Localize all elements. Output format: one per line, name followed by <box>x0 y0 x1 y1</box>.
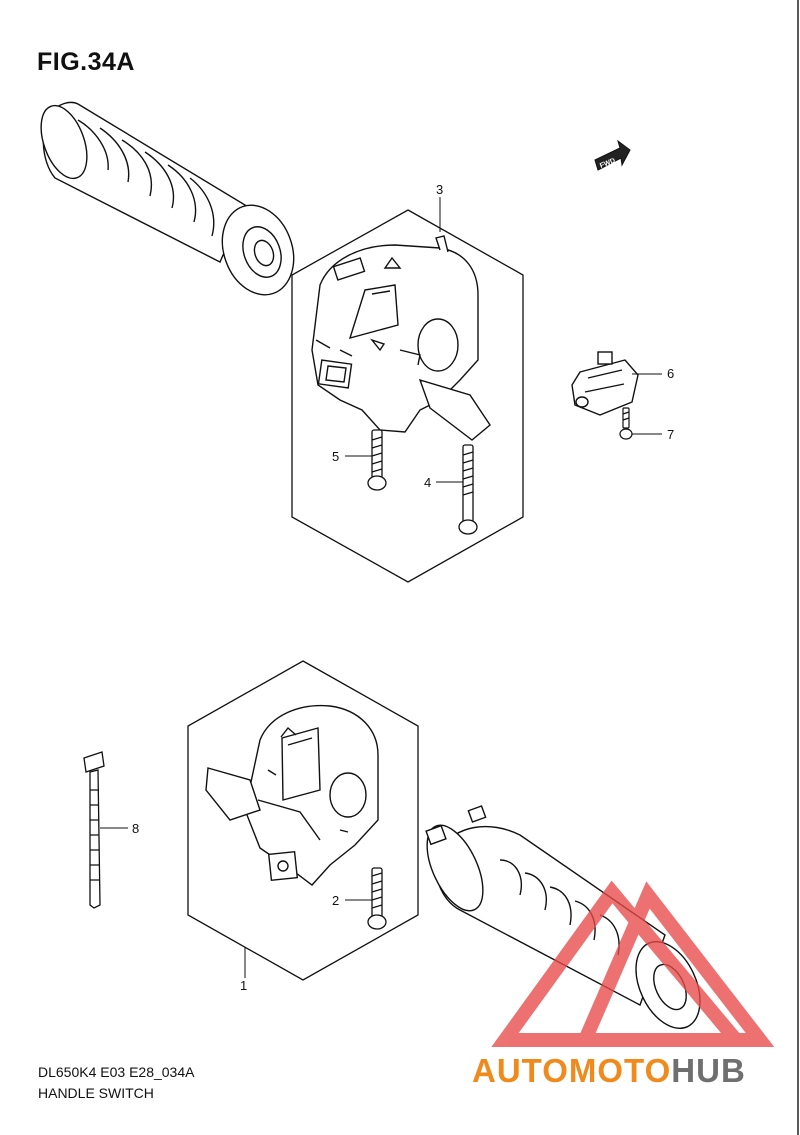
left-handlebar-grip <box>40 101 295 296</box>
callout-6: 6 <box>667 366 675 381</box>
watermark-text: AUTOMOTOHUB <box>472 1052 746 1090</box>
callout-2: 2 <box>332 893 340 908</box>
left-handle-switch-housing <box>311 235 491 441</box>
watermark-text-part2: HUB <box>671 1052 746 1089</box>
model-code: DL650K4 E03 E28_034A <box>38 1064 195 1080</box>
left-switch-assembly-outline <box>291 209 524 583</box>
screw-2 <box>367 867 387 930</box>
screw-5 <box>367 429 387 491</box>
callout-8: 8 <box>132 821 140 836</box>
diagram-caption: HANDLE SWITCH <box>38 1085 154 1101</box>
part-6-switch <box>571 351 639 416</box>
callout-7: 7 <box>667 427 675 442</box>
callout-3: 3 <box>436 182 444 197</box>
callout-1: 1 <box>240 978 248 993</box>
screw-7 <box>619 407 633 440</box>
figure-title: FIG.34A <box>37 48 135 76</box>
right-switch-assembly-outline <box>187 660 419 981</box>
watermark-text-part1: AUTOMOTO <box>472 1052 672 1089</box>
watermark-logo <box>491 880 775 1047</box>
right-throttle-grip <box>425 805 701 1030</box>
cable-tie-8 <box>83 751 105 909</box>
screw-4 <box>458 444 478 535</box>
callout-4: 4 <box>424 475 432 490</box>
callout-5: 5 <box>332 449 340 464</box>
fwd-direction-arrow-icon <box>594 139 631 171</box>
right-handle-switch-housing <box>205 704 379 886</box>
